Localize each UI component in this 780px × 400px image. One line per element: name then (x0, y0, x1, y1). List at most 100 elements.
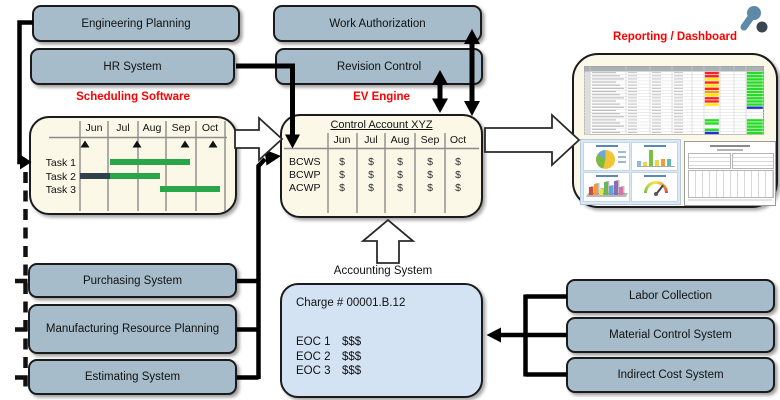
sheet-text-line (592, 100, 616, 102)
charge-card: Charge # 00001.B.12 EOC 1$$$EOC 2$$$EOC … (280, 283, 483, 398)
gauge-tile (631, 172, 678, 202)
form-title-line (710, 145, 750, 147)
form-field-block (688, 153, 731, 169)
dashed-feed-line (15, 172, 28, 388)
sheet-num-line (652, 75, 661, 77)
sheet-num-line (628, 97, 637, 99)
sheet-num-line (628, 131, 637, 134)
blockarrow-ev-to-reporting (484, 112, 581, 168)
sheet-num-line (652, 100, 661, 102)
sheet-health-cell (746, 128, 763, 131)
arrow-collectors-to-charge (486, 294, 567, 377)
sheet-num-line (628, 91, 637, 93)
box-label: Material Control System (609, 329, 732, 341)
form-footer-lines (688, 198, 772, 202)
gauge-hub (654, 191, 658, 196)
gantt-month-label: Oct (201, 122, 219, 134)
gantt-month-label: Jun (85, 122, 103, 134)
sheet-num-line (674, 119, 683, 121)
sheet-text-line (592, 113, 620, 115)
sheet-num-line (628, 87, 637, 89)
gantt-month-label: Jul (116, 122, 130, 134)
box-work-authorization: Work Authorization (273, 5, 482, 42)
sheet-num-line (652, 119, 661, 121)
sheet-text-line (592, 119, 616, 121)
mini-bar3d (614, 181, 618, 195)
sheet-num-line (674, 128, 683, 130)
gantt-month-label: Aug (142, 122, 162, 134)
bar-chart-tile (631, 142, 678, 171)
ev-dollar-cell: $ (455, 182, 461, 194)
ev-dollar-cell: $ (339, 182, 345, 194)
label-reporting-dashboard: Reporting / Dashboard (613, 31, 737, 43)
ev-month-label: Aug (390, 134, 410, 146)
chart-title-bar (595, 175, 618, 177)
eoc-label: EOC 1 (296, 336, 331, 348)
mini-bar3d (589, 187, 593, 195)
ev-row-label: ACWP (289, 182, 321, 194)
chart-title-bar (595, 145, 618, 147)
sheet-num-line (674, 81, 683, 83)
mini-bar (655, 160, 659, 166)
eoc-label: EOC 3 (296, 365, 331, 377)
sheet-health-cell (746, 97, 763, 100)
box-label: Manufacturing Resource Planning (45, 323, 220, 335)
sheet-text-line (592, 78, 624, 80)
sheet-num-line (628, 113, 637, 115)
control-account-title: Control Account XYZ (330, 119, 433, 131)
label-ev-engine: EV Engine (353, 91, 410, 103)
report-form-preview (684, 141, 776, 206)
box-label: HR System (103, 60, 162, 73)
sheet-text-line (592, 128, 616, 130)
ev-dollar-cell: $ (427, 156, 433, 168)
ev-month-label: Oct (449, 134, 467, 146)
sheet-num-line (628, 72, 637, 74)
charts-preview (580, 139, 681, 205)
sheet-status-cell (704, 71, 719, 75)
arrow-subsystems-to-ev (237, 149, 281, 380)
sheet-num-line (628, 128, 637, 130)
chart-title-bar (643, 175, 666, 177)
sheet-num-line (674, 131, 683, 134)
gantt-bar-green (160, 186, 220, 192)
sheet-status-cell (704, 87, 719, 90)
gantt-task-label: Task 3 (45, 184, 76, 196)
sheet-status-cell (704, 90, 719, 94)
sheet-text-line (592, 87, 624, 89)
ev-dollar-cell: $ (427, 182, 433, 194)
charge-number: Charge # 00001.B.12 (296, 297, 406, 309)
box-manufacturing-resource-planning: Manufacturing Resource Planning (28, 304, 237, 354)
sheet-num-line (628, 106, 637, 108)
sheet-num-line (652, 81, 661, 83)
pie-chart-icon (596, 150, 615, 169)
blockarrow-accounting-to-ev (360, 218, 416, 264)
label-accounting-system: Accounting System (333, 265, 433, 277)
mini-bar (649, 150, 653, 166)
sheet-num-line (652, 125, 661, 127)
sheet-health-cell (746, 100, 763, 103)
sheet-text-line (592, 75, 620, 77)
sheet-text-line (592, 125, 624, 127)
milestone-triangle-icon (208, 140, 218, 148)
box-purchasing-system: Purchasing System (28, 263, 237, 298)
gantt-month-label: Sep (171, 122, 191, 134)
sheet-text-line (592, 122, 620, 124)
eoc-value: $$$ (342, 365, 362, 377)
sheet-num-line (628, 75, 637, 77)
box-labor-collection: Labor Collection (566, 279, 775, 313)
ev-dollar-cell: $ (339, 169, 345, 181)
sheet-num-line (628, 103, 637, 105)
mini-bar3d (609, 186, 613, 195)
sheet-text-line (592, 106, 624, 108)
sheet-num-line (652, 109, 661, 111)
sheet-status-cell (704, 103, 719, 106)
bar3d-chart-tile (583, 172, 630, 202)
sheet-text-line (592, 109, 616, 111)
box-label: Engineering Planning (81, 17, 191, 30)
brand-logo-icon (740, 6, 768, 33)
sheet-num-line (674, 103, 683, 105)
sheet-text-line (592, 131, 620, 134)
ev-dollar-cell: $ (368, 182, 374, 194)
sheet-num-line (674, 87, 683, 89)
